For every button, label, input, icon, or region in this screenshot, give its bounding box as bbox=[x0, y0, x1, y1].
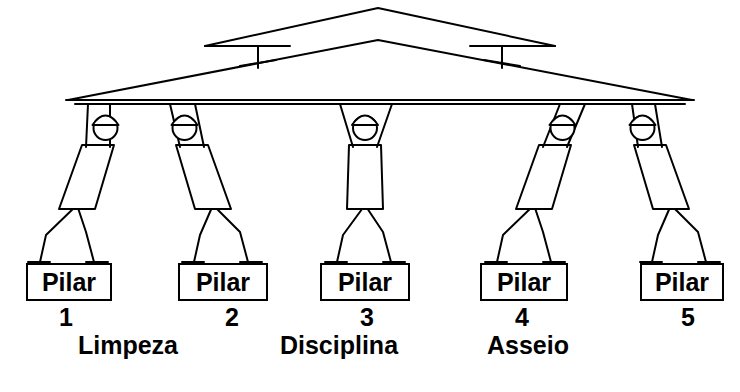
pillar-label: Pilar bbox=[497, 270, 551, 295]
callout-number: 4 bbox=[515, 305, 529, 330]
pillar-label: Pilar bbox=[42, 270, 96, 295]
pillar-box: Pilar bbox=[26, 263, 112, 301]
callout-number: 2 bbox=[225, 305, 239, 330]
pillar-label: Pilar bbox=[338, 270, 392, 295]
callout-number: 1 bbox=[59, 305, 73, 330]
pillar-name: Disciplina bbox=[280, 333, 398, 358]
pillar-name: Asseio bbox=[487, 333, 569, 358]
callout-number: 5 bbox=[681, 305, 695, 330]
pillar-box: Pilar bbox=[178, 263, 268, 301]
pillar-box: Pilar bbox=[320, 263, 410, 301]
pillar-name: Limpeza bbox=[78, 333, 178, 358]
callout-number: 3 bbox=[360, 305, 374, 330]
pillar-label: Pilar bbox=[655, 270, 709, 295]
pillar-box: Pilar bbox=[480, 263, 568, 301]
pillar-label: Pilar bbox=[196, 270, 250, 295]
pillar-box: Pilar bbox=[640, 263, 724, 301]
